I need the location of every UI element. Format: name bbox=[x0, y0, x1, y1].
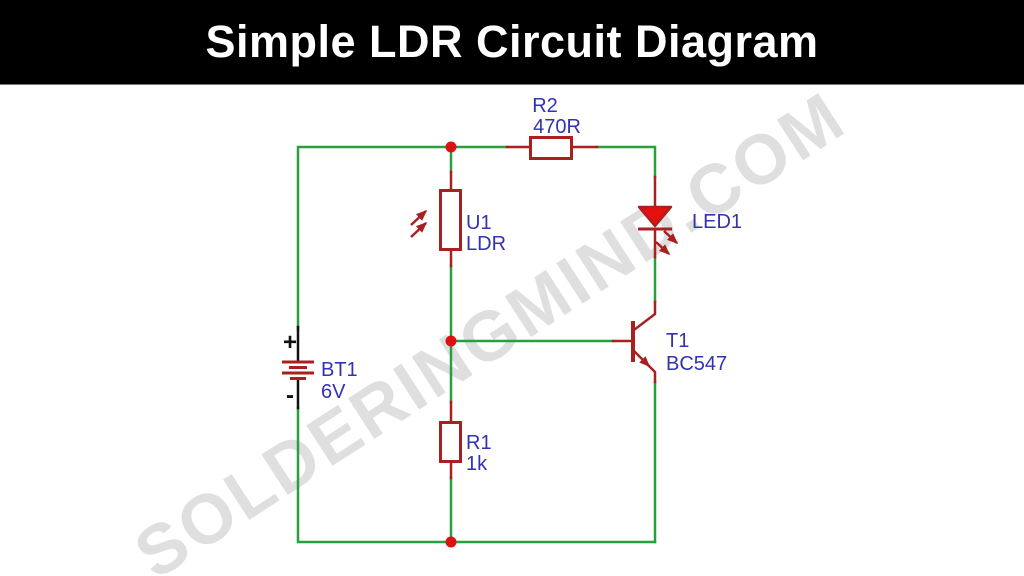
transistor-emitter-lead bbox=[646, 363, 657, 384]
battery-ref-label: BT1 bbox=[321, 359, 358, 381]
transistor-emitter-arrow bbox=[633, 350, 651, 368]
junction-dots bbox=[445, 141, 457, 548]
transistor-collector-lead bbox=[632, 300, 657, 332]
page-title: Simple LDR Circuit Diagram bbox=[205, 16, 819, 67]
led-ref-label: LED1 bbox=[692, 211, 742, 233]
resistor-r2-symbol: R2 470R bbox=[529, 95, 581, 160]
r1-ref-label: R1 bbox=[466, 432, 492, 454]
battery-minus-sign: - bbox=[286, 382, 294, 409]
resistor-r1-body bbox=[439, 421, 462, 463]
ldr-symbol: U1 LDR bbox=[410, 189, 506, 255]
r2-value-label: 470R bbox=[533, 116, 581, 138]
ldr-ref-label: U1 bbox=[466, 212, 492, 234]
junction-bottom bbox=[445, 536, 457, 548]
resistor-r2-body bbox=[529, 136, 573, 160]
transistor-value-label: BC547 bbox=[666, 353, 727, 375]
battery-symbol: + - BT1 6V bbox=[282, 329, 358, 409]
led-symbol: LED1 bbox=[637, 205, 742, 256]
net-wires bbox=[296, 145, 657, 544]
wire-left-rail-top bbox=[296, 145, 509, 332]
ldr-body bbox=[439, 189, 462, 251]
junction-mid bbox=[445, 335, 457, 347]
title-banner: Simple LDR Circuit Diagram bbox=[0, 0, 1024, 85]
junction-top bbox=[445, 141, 457, 153]
transistor-ref-label: T1 bbox=[666, 330, 689, 352]
battery-value-label: 6V bbox=[321, 381, 346, 403]
transistor-symbol: T1 BC547 bbox=[611, 300, 727, 384]
pin-wires bbox=[296, 145, 657, 480]
led-triangle bbox=[637, 205, 673, 228]
ldr-value-label: LDR bbox=[466, 233, 506, 255]
resistor-r1-symbol: R1 1k bbox=[439, 421, 492, 475]
r1-value-label: 1k bbox=[466, 453, 488, 475]
wire-top-rail-right bbox=[595, 145, 657, 179]
led-light-arrow-2 bbox=[655, 241, 671, 256]
led-light-arrow-1 bbox=[663, 230, 679, 245]
ldr-light-arrow-2 bbox=[410, 221, 428, 238]
ldr-light-arrow-1 bbox=[410, 209, 428, 226]
battery-plus-sign: + bbox=[283, 329, 297, 356]
r2-ref-label: R2 bbox=[532, 95, 558, 117]
wire-bottom-rail bbox=[296, 406, 657, 544]
